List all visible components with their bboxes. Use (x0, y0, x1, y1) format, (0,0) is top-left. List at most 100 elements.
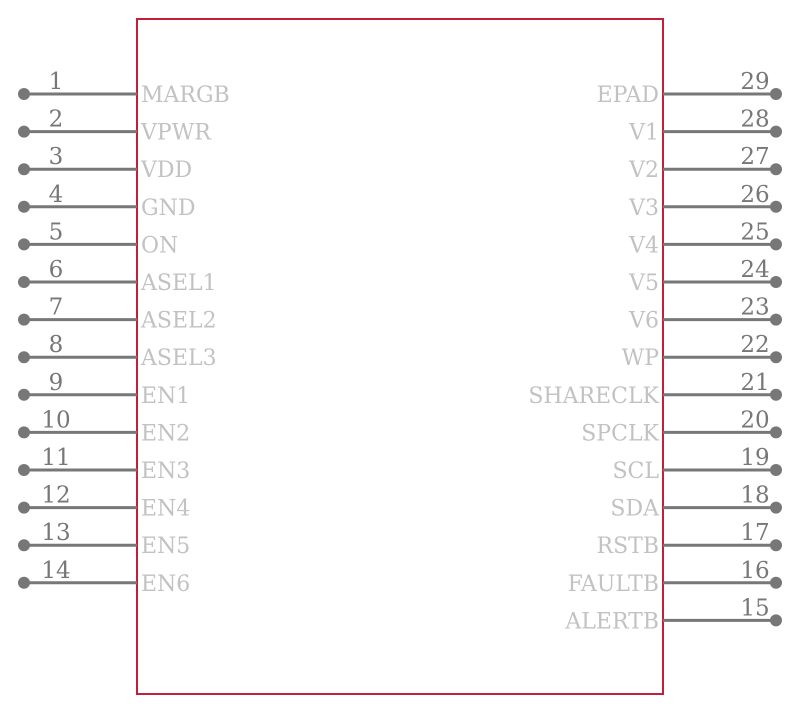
pin-name: EN2 (141, 421, 190, 446)
pin-number: 20 (740, 407, 769, 433)
pin-name: EN4 (141, 497, 190, 522)
pin-number: 28 (740, 107, 769, 133)
pin-name: EN3 (141, 459, 190, 484)
pin-name: ASEL3 (140, 346, 217, 371)
pin-name: V6 (628, 309, 659, 334)
pin-number: 1 (49, 69, 64, 95)
pin-name: V3 (628, 196, 659, 221)
pin-terminal-dot (770, 351, 782, 364)
pin-number: 13 (41, 520, 70, 546)
pin-name: VPWR (140, 121, 212, 146)
pin-name: V1 (628, 121, 659, 146)
pin-terminal-dot (18, 276, 30, 288)
left-pin-5: 5ON (18, 219, 178, 258)
pin-number: 9 (49, 370, 64, 396)
pin-number: 14 (41, 558, 70, 584)
pin-terminal-dot (770, 276, 782, 288)
pin-terminal-dot (18, 163, 30, 176)
pin-number: 21 (740, 370, 769, 396)
right-pin-group: 29EPAD28V127V226V325V424V523V622WP21SHAR… (528, 69, 782, 634)
pin-terminal-dot (770, 163, 782, 176)
pin-number: 22 (740, 332, 769, 358)
pin-number: 29 (740, 69, 769, 95)
pin-name: SDA (610, 497, 660, 522)
pin-terminal-dot (18, 351, 30, 364)
pin-name: V2 (628, 158, 659, 183)
pin-name: EN1 (141, 384, 190, 409)
pin-name: GND (141, 196, 195, 221)
pin-terminal-dot (770, 313, 782, 326)
pin-name: V5 (628, 271, 659, 296)
pin-terminal-dot (770, 388, 782, 401)
pin-number: 3 (49, 144, 64, 170)
pin-number: 2 (49, 107, 64, 133)
pin-terminal-dot (770, 576, 782, 589)
pin-number: 18 (740, 483, 769, 509)
pin-name: SCL (612, 459, 659, 484)
pin-name: RSTB (597, 534, 659, 559)
pin-number: 25 (740, 219, 769, 245)
pin-name: WP (622, 346, 660, 371)
pin-name: ASEL1 (140, 271, 217, 296)
pin-number: 23 (740, 295, 769, 321)
pin-terminal-dot (18, 576, 30, 589)
pin-number: 19 (740, 445, 769, 471)
pin-number: 6 (49, 257, 64, 283)
pin-terminal-dot (770, 614, 782, 627)
pin-terminal-dot (18, 125, 30, 138)
pin-number: 17 (740, 520, 769, 546)
pin-terminal-dot (18, 200, 30, 213)
pin-terminal-dot (18, 238, 30, 251)
pin-name: SPCLK (581, 421, 659, 446)
pin-terminal-dot (770, 88, 782, 100)
pin-name: VDD (140, 158, 192, 183)
pin-terminal-dot (18, 539, 30, 552)
pin-terminal-dot (770, 238, 782, 251)
pin-terminal-dot (18, 88, 30, 100)
pin-name: EN5 (141, 534, 190, 559)
pin-terminal-dot (18, 313, 30, 326)
pin-terminal-dot (18, 501, 30, 514)
pin-number: 10 (41, 407, 70, 433)
pin-name: V4 (628, 233, 659, 258)
pin-number: 4 (49, 182, 64, 208)
pin-name: SHARECLK (528, 384, 659, 409)
pin-name: MARGB (141, 83, 230, 108)
pin-number: 8 (49, 332, 64, 358)
pin-terminal-dot (770, 501, 782, 514)
pin-number: 26 (740, 182, 769, 208)
pin-terminal-dot (770, 200, 782, 213)
pin-number: 24 (740, 257, 769, 283)
pin-number: 11 (41, 445, 70, 471)
pin-name: EPAD (597, 83, 659, 108)
pin-terminal-dot (770, 539, 782, 552)
pin-number: 15 (740, 595, 769, 621)
pin-name: ON (141, 233, 178, 258)
pin-number: 7 (49, 295, 64, 321)
pin-terminal-dot (18, 464, 30, 476)
pin-terminal-dot (770, 125, 782, 138)
pin-name: EN6 (141, 572, 190, 597)
pin-number: 27 (740, 144, 769, 170)
